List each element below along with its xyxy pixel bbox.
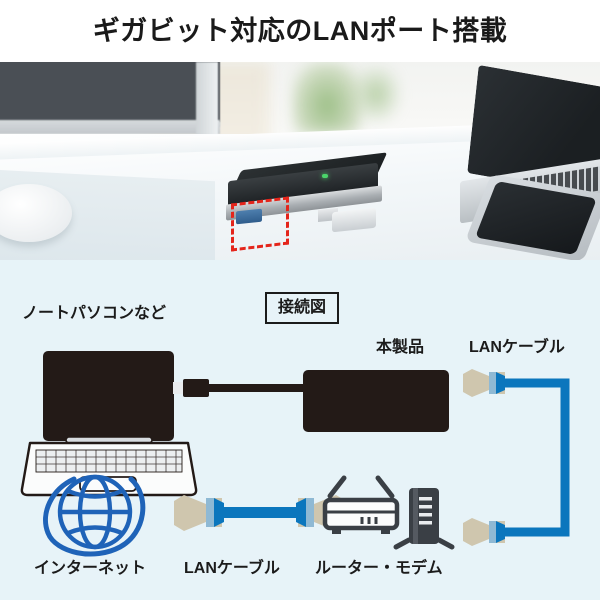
diagram-label-lan-cable-top: LANケーブル xyxy=(469,339,565,356)
diagram-label-laptop: ノートパソコンなど xyxy=(22,305,167,322)
photo-blurred-plant xyxy=(292,62,362,134)
diagram-label-product: 本製品 xyxy=(376,339,425,356)
page-title: ギガビット対応のLANポート搭載 xyxy=(92,16,508,46)
photo-coaster xyxy=(0,184,72,242)
diagram-label-router-modem: ルーター・モデム xyxy=(315,560,443,577)
photo-blurred-plant-secondary xyxy=(352,66,400,122)
product-photo xyxy=(0,62,600,260)
photo-monitor-bezel xyxy=(0,120,220,134)
photo-monitor-stand xyxy=(196,62,218,148)
photo-monitor xyxy=(0,62,220,127)
diagram-badge: 接続図 xyxy=(265,292,340,325)
photo-hub-led-indicator xyxy=(322,174,328,178)
lan-port-highlight-box xyxy=(231,196,289,252)
diagram-label-lan-cable-bottom: LANケーブル xyxy=(184,560,280,577)
diagram-label-internet: インターネット xyxy=(34,560,147,577)
